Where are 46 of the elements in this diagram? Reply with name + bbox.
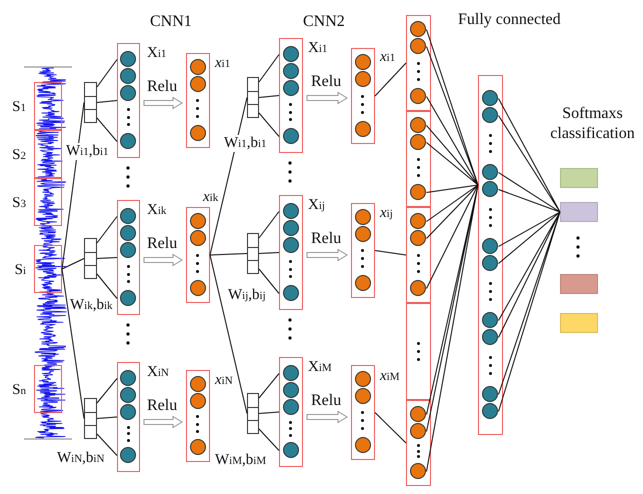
filter-stack (247, 393, 259, 434)
heading-text: Softmaxs classification (549, 104, 636, 144)
flattened-section (406, 15, 431, 111)
connector-line (62, 258, 84, 270)
filter-stack (84, 238, 97, 279)
connector-line (426, 29, 478, 186)
flattened-section (406, 303, 431, 400)
connector-line (258, 54, 280, 137)
connector-line (96, 216, 118, 299)
class-output-box (560, 313, 598, 333)
connector-line (210, 97, 248, 256)
connector-line (426, 184, 478, 289)
connector-line (96, 59, 118, 142)
filter-stack (84, 398, 97, 439)
arrow (306, 92, 348, 104)
heading-text: Fully connected (458, 10, 561, 30)
connector-line (374, 412, 406, 444)
connector-line (426, 125, 478, 193)
connector-line (498, 98, 560, 412)
arrow (144, 416, 183, 428)
connector-line (258, 373, 280, 451)
flattened-section (406, 111, 431, 207)
connector-line (374, 250, 406, 256)
connector-line (374, 62, 406, 96)
heading-text: CNN1 (150, 12, 192, 32)
connector-line (62, 268, 84, 419)
class-output-box (560, 168, 598, 188)
arrow (144, 254, 183, 266)
class-output-box (560, 202, 598, 222)
connector-line (210, 253, 248, 256)
arrow (144, 96, 183, 110)
flattened-section (406, 400, 431, 486)
connector-line (258, 211, 280, 294)
arrow (306, 410, 348, 424)
filter-stack (247, 77, 259, 118)
filter-stack (84, 82, 97, 123)
class-output-box (560, 274, 598, 294)
connector-line (210, 254, 248, 414)
connector-line (62, 102, 84, 270)
filter-stack (247, 233, 259, 274)
arrow (306, 248, 348, 262)
connector-line (426, 184, 478, 472)
connector-line (96, 378, 118, 456)
fully-connected-column (478, 75, 503, 435)
flattened-section (406, 207, 431, 303)
heading-text: CNN2 (303, 12, 345, 32)
